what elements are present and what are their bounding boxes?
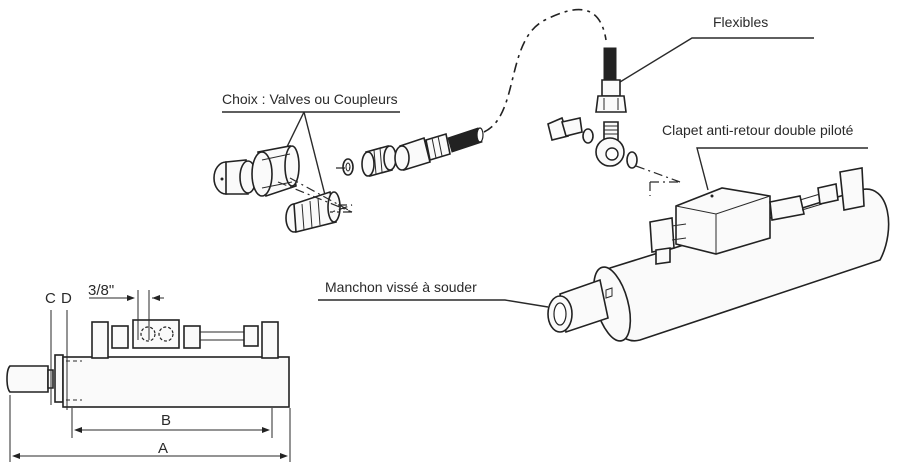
flexible-hose [483,8,607,133]
dim-label-b: B [161,412,171,429]
label-manchon-text: Manchon vissé à souder [325,279,477,295]
dimension-3-8: 3/8" [88,282,164,340]
center-line-banjo [635,165,681,196]
flange [54,354,64,403]
cylinder-3d [547,188,890,342]
dim-label-d: D [61,290,72,307]
washer-1 [342,158,354,176]
port-right [261,321,279,359]
label-flexibles: Flexibles [619,14,814,83]
dimension-a: A [9,395,291,462]
check-valve-fitting-left [649,217,687,265]
hose-nut [394,132,451,172]
center-line-valve [277,167,353,213]
leader-choix-coupler [303,111,326,196]
label-flexibles-text: Flexibles [713,14,768,30]
hose-end-left [447,127,484,153]
valve-block-side [132,319,180,349]
label-clapet: Clapet anti-retour double piloté [662,122,868,191]
hose-end-top [595,47,627,113]
label-choix: Choix : Valves ou Coupleurs [222,91,400,196]
valve-body [251,145,300,198]
leader-clapet [696,147,868,191]
check-valve-block [675,187,771,255]
banjo-bolt [547,116,583,141]
port-left [91,321,109,359]
cylinder-side-view [6,319,290,408]
rod-end [6,365,49,393]
leader-manchon [318,299,549,308]
label-clapet-text: Clapet anti-retour double piloté [662,122,854,138]
washers-banjo [582,128,638,169]
coupler [285,190,341,234]
leader-flexibles [619,37,814,83]
dimension-c: C [45,290,56,405]
adapter-nipple [361,144,397,178]
label-manchon: Manchon vissé à souder [318,279,549,308]
label-choix-text: Choix : Valves ou Coupleurs [222,91,398,107]
dim-label-c: C [45,290,56,307]
body [62,356,290,408]
dimension-d: D [61,290,72,410]
dimension-b: B [71,408,273,438]
pipe-right [769,167,865,221]
valve-cap [213,159,257,195]
dim-label-a: A [158,440,168,457]
banjo-fitting [595,121,625,167]
dim-label-3-8: 3/8" [88,282,114,299]
